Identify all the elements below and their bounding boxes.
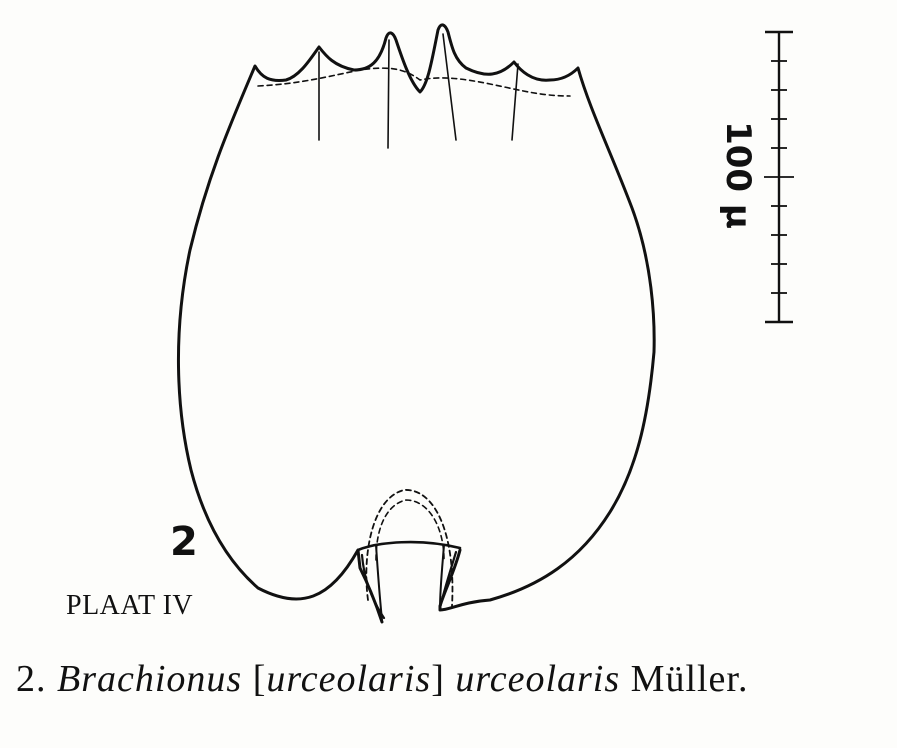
foot-opening-left-edge <box>375 544 383 621</box>
spine-line-2 <box>387 39 390 149</box>
scale-bar-label-box: 100 µ <box>716 120 760 230</box>
foot-opening-right-inner <box>438 550 458 610</box>
caption-genus: Brachionus <box>57 658 243 700</box>
caption-bracket-open: [ <box>252 658 267 700</box>
foot-opening-right-edge <box>439 544 445 609</box>
caption-author: Müller. <box>630 658 749 700</box>
caption-number: 2. <box>16 658 47 700</box>
caption-bracket-close: ] <box>431 658 445 700</box>
plate-label: PLAAT IV <box>66 590 194 621</box>
foot-arch-dashed-inner <box>375 499 445 561</box>
scale-bar-ticks <box>764 60 794 294</box>
caption-species: urceolaris <box>455 658 621 700</box>
figure-number: 2 <box>170 519 198 565</box>
figure-caption: 2. Brachionus [urceolaris] urceolaris Mü… <box>16 660 748 698</box>
spine-line-4 <box>511 63 519 141</box>
foot-opening-rim <box>356 540 462 552</box>
spine-line-3 <box>442 33 457 141</box>
scale-bar <box>764 30 794 324</box>
lorica-outline <box>176 23 656 624</box>
scale-bar-label: 100 µ <box>718 121 758 229</box>
caption-species-group: urceolaris <box>266 658 432 700</box>
foot-arch-dashed <box>365 489 454 607</box>
